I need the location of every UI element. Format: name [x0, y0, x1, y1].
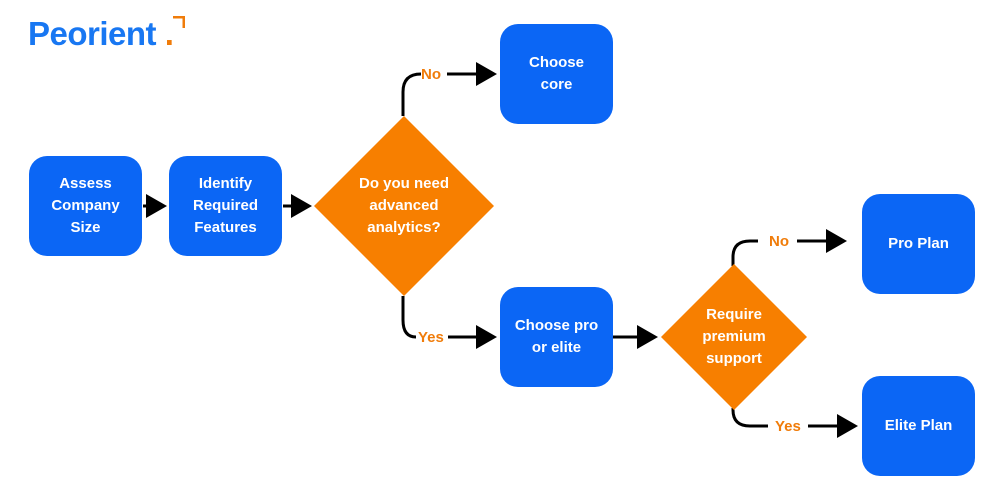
- node-identify-required-features: Identify Required Features: [169, 156, 282, 256]
- node-label: Choose pro or elite: [514, 317, 599, 356]
- node-label: Assess Company Size: [51, 175, 120, 236]
- brand-name: Peorient: [28, 15, 157, 52]
- node-choose-pro-or-elite: Choose pro or elite: [500, 287, 613, 387]
- branch-label-premium-no: No: [769, 233, 789, 250]
- diamond-shape: [314, 116, 494, 296]
- node-pro-plan: Pro Plan: [862, 194, 975, 294]
- arrow-premium-no: [731, 239, 758, 266]
- node-label: Choose core: [528, 54, 584, 93]
- arrow-analytics-no: [401, 72, 422, 116]
- decision-label: Require premium support: [702, 306, 766, 367]
- branch-label-analytics-yes: Yes: [418, 329, 444, 346]
- node-label: Elite Plan: [884, 417, 953, 434]
- arrow-analytics-yes: [401, 296, 417, 339]
- arrow-premium-yes: [731, 408, 768, 428]
- brand-logo: Peorient .: [28, 14, 174, 54]
- node-label: Pro Plan: [888, 235, 949, 252]
- decision-advanced-analytics: Do you need advanced analytics?: [314, 116, 494, 296]
- node-elite-plan: Elite Plan: [862, 376, 975, 476]
- diamond-shape: [661, 264, 807, 410]
- node-choose-core: Choose core: [500, 24, 613, 124]
- decision-label: Do you need advanced analytics?: [358, 175, 449, 236]
- branch-label-analytics-no: No: [421, 66, 441, 83]
- node-label: Identify Required Features: [192, 175, 258, 236]
- node-assess-company-size: Assess Company Size: [29, 156, 142, 256]
- decision-premium-support: Require premium support: [661, 264, 807, 410]
- branch-label-premium-yes: Yes: [775, 418, 801, 435]
- brand-dot: .: [164, 15, 174, 52]
- logo-corner-icon: [173, 16, 185, 28]
